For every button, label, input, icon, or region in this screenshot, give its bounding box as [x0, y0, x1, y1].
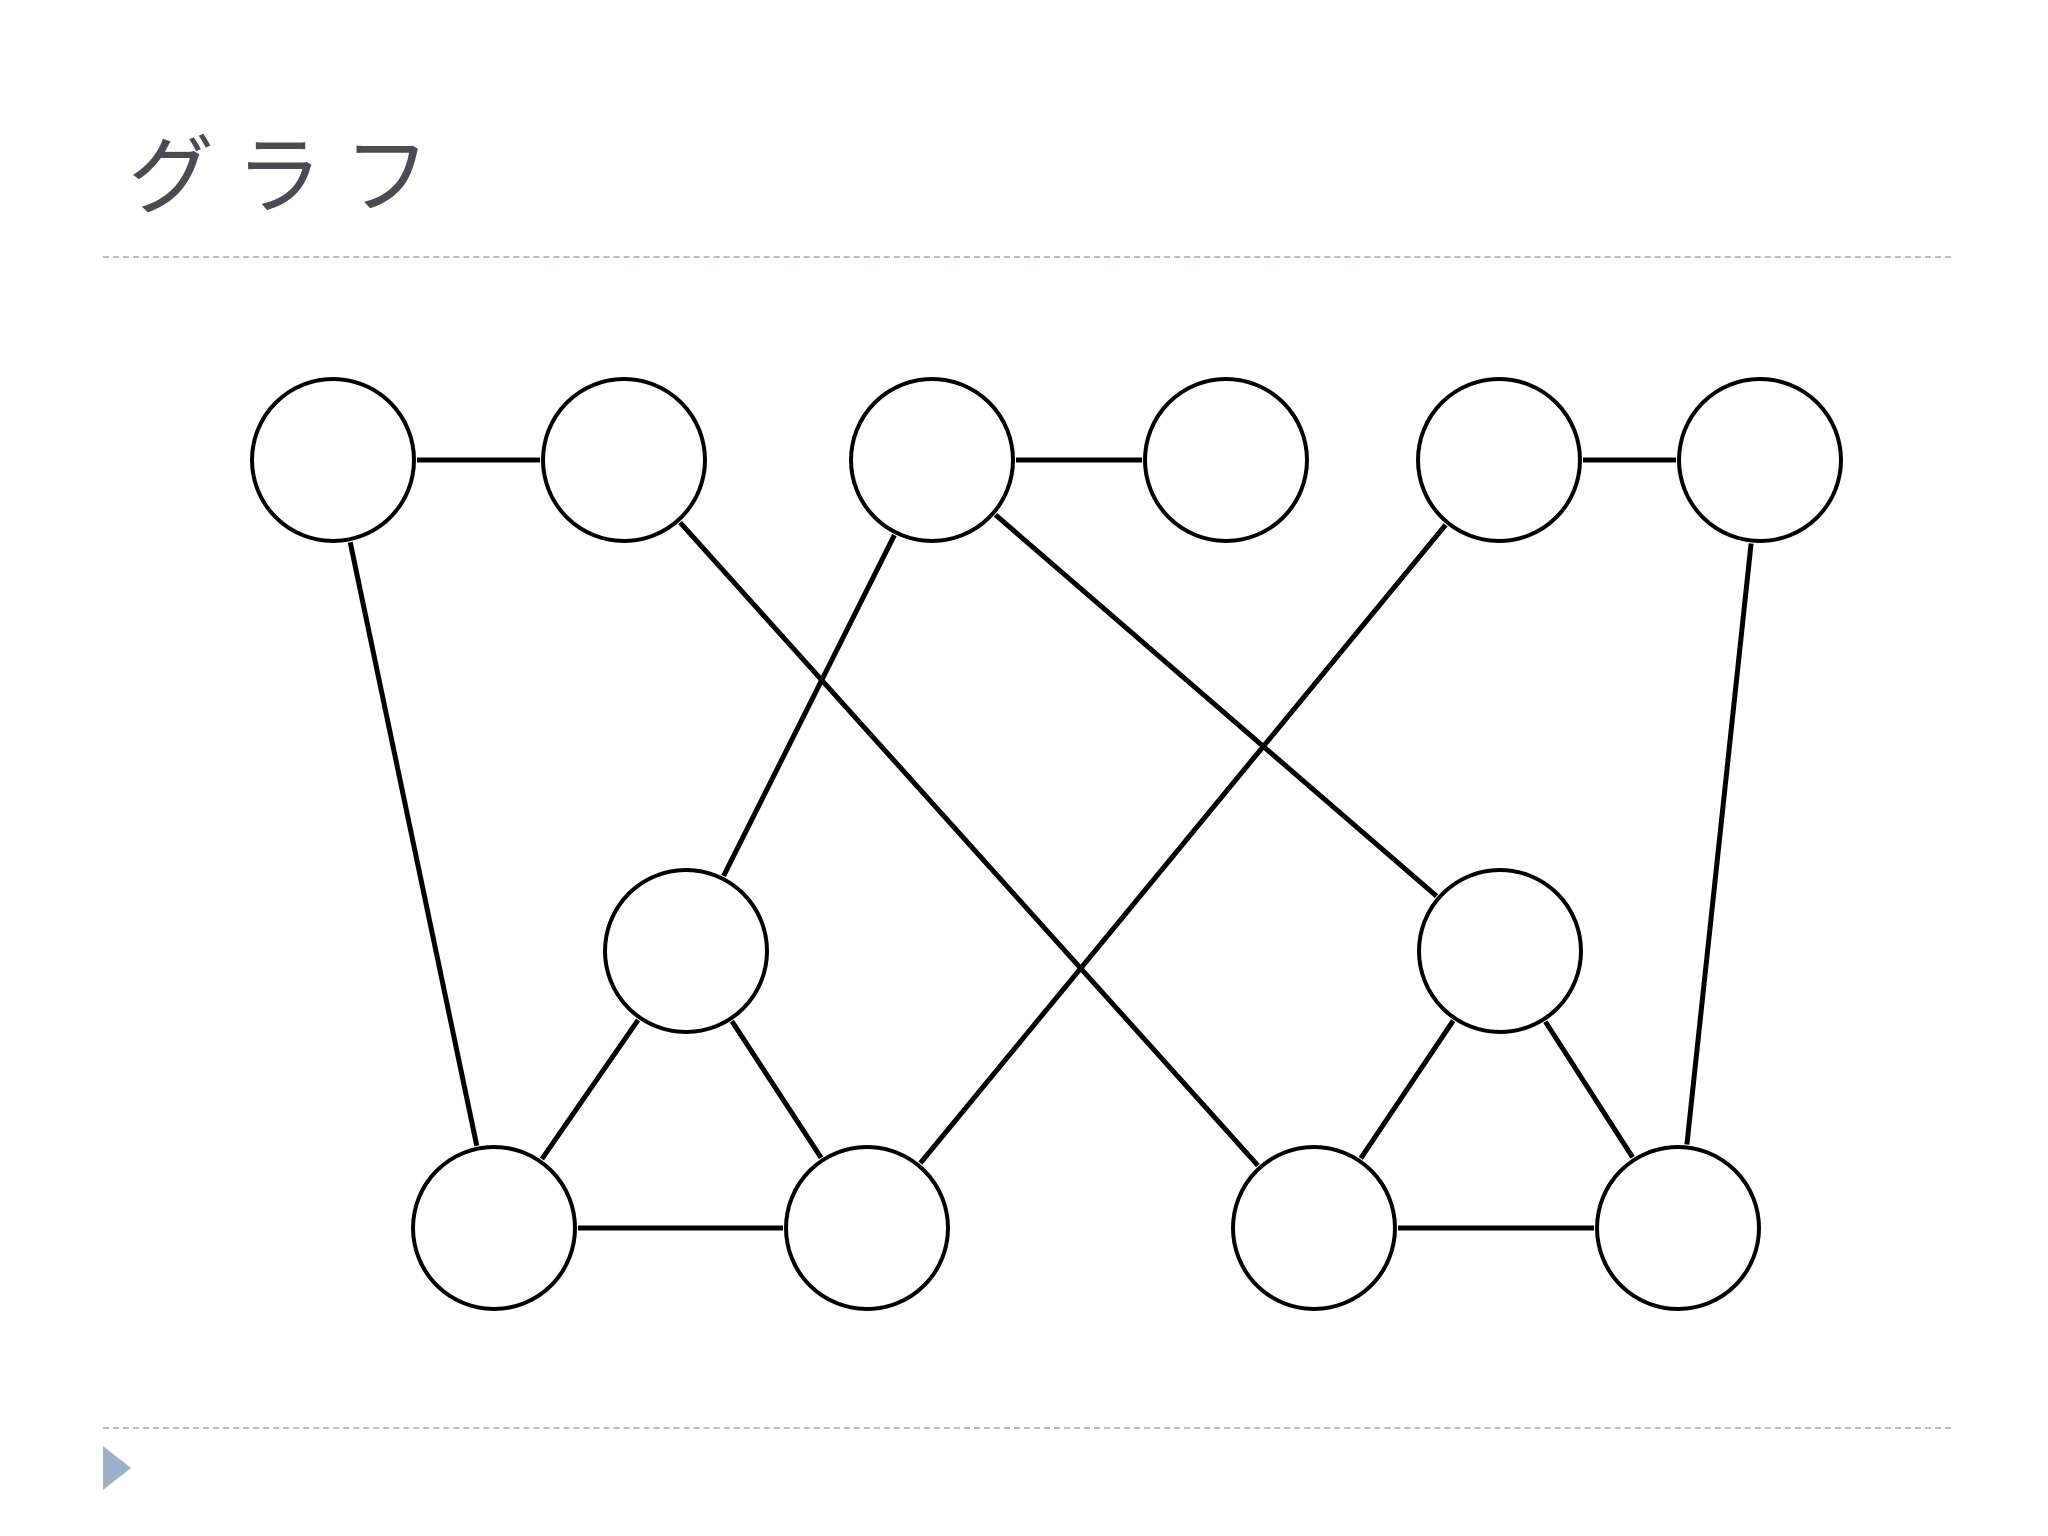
title-divider — [103, 256, 1951, 258]
graph-nodes — [250, 377, 1843, 1311]
graph-node-n8 — [1417, 868, 1583, 1034]
edge-n3-n7 — [721, 533, 897, 878]
graph-node-n6 — [1677, 377, 1843, 543]
slide-title: グラフ — [128, 127, 452, 227]
slide-marker-icon — [103, 1446, 131, 1490]
graph-node-n10 — [784, 1145, 950, 1311]
graph-node-n12 — [1595, 1145, 1761, 1311]
graph-node-n2 — [541, 377, 707, 543]
edge-n8-n11 — [1358, 1019, 1456, 1160]
edge-n8-n12 — [1543, 1020, 1635, 1159]
edge-n7-n10 — [729, 1019, 824, 1160]
edge-n7-n9 — [539, 1018, 641, 1161]
graph-node-n11 — [1231, 1145, 1397, 1311]
edge-n3-n8 — [993, 513, 1439, 898]
graph-node-n1 — [250, 377, 416, 543]
graph-node-n4 — [1143, 377, 1309, 543]
graph-node-n3 — [849, 377, 1015, 543]
footer-divider — [103, 1427, 1951, 1429]
graph-edges — [347, 457, 1754, 1231]
edge-n1-n9 — [347, 541, 480, 1147]
graph-node-n7 — [603, 868, 769, 1034]
graph-node-n9 — [411, 1145, 577, 1311]
graph-node-n5 — [1416, 377, 1582, 543]
edge-n2-n11 — [678, 520, 1260, 1168]
edge-n5-n10 — [918, 523, 1448, 1165]
edge-n6-n12 — [1684, 543, 1754, 1145]
